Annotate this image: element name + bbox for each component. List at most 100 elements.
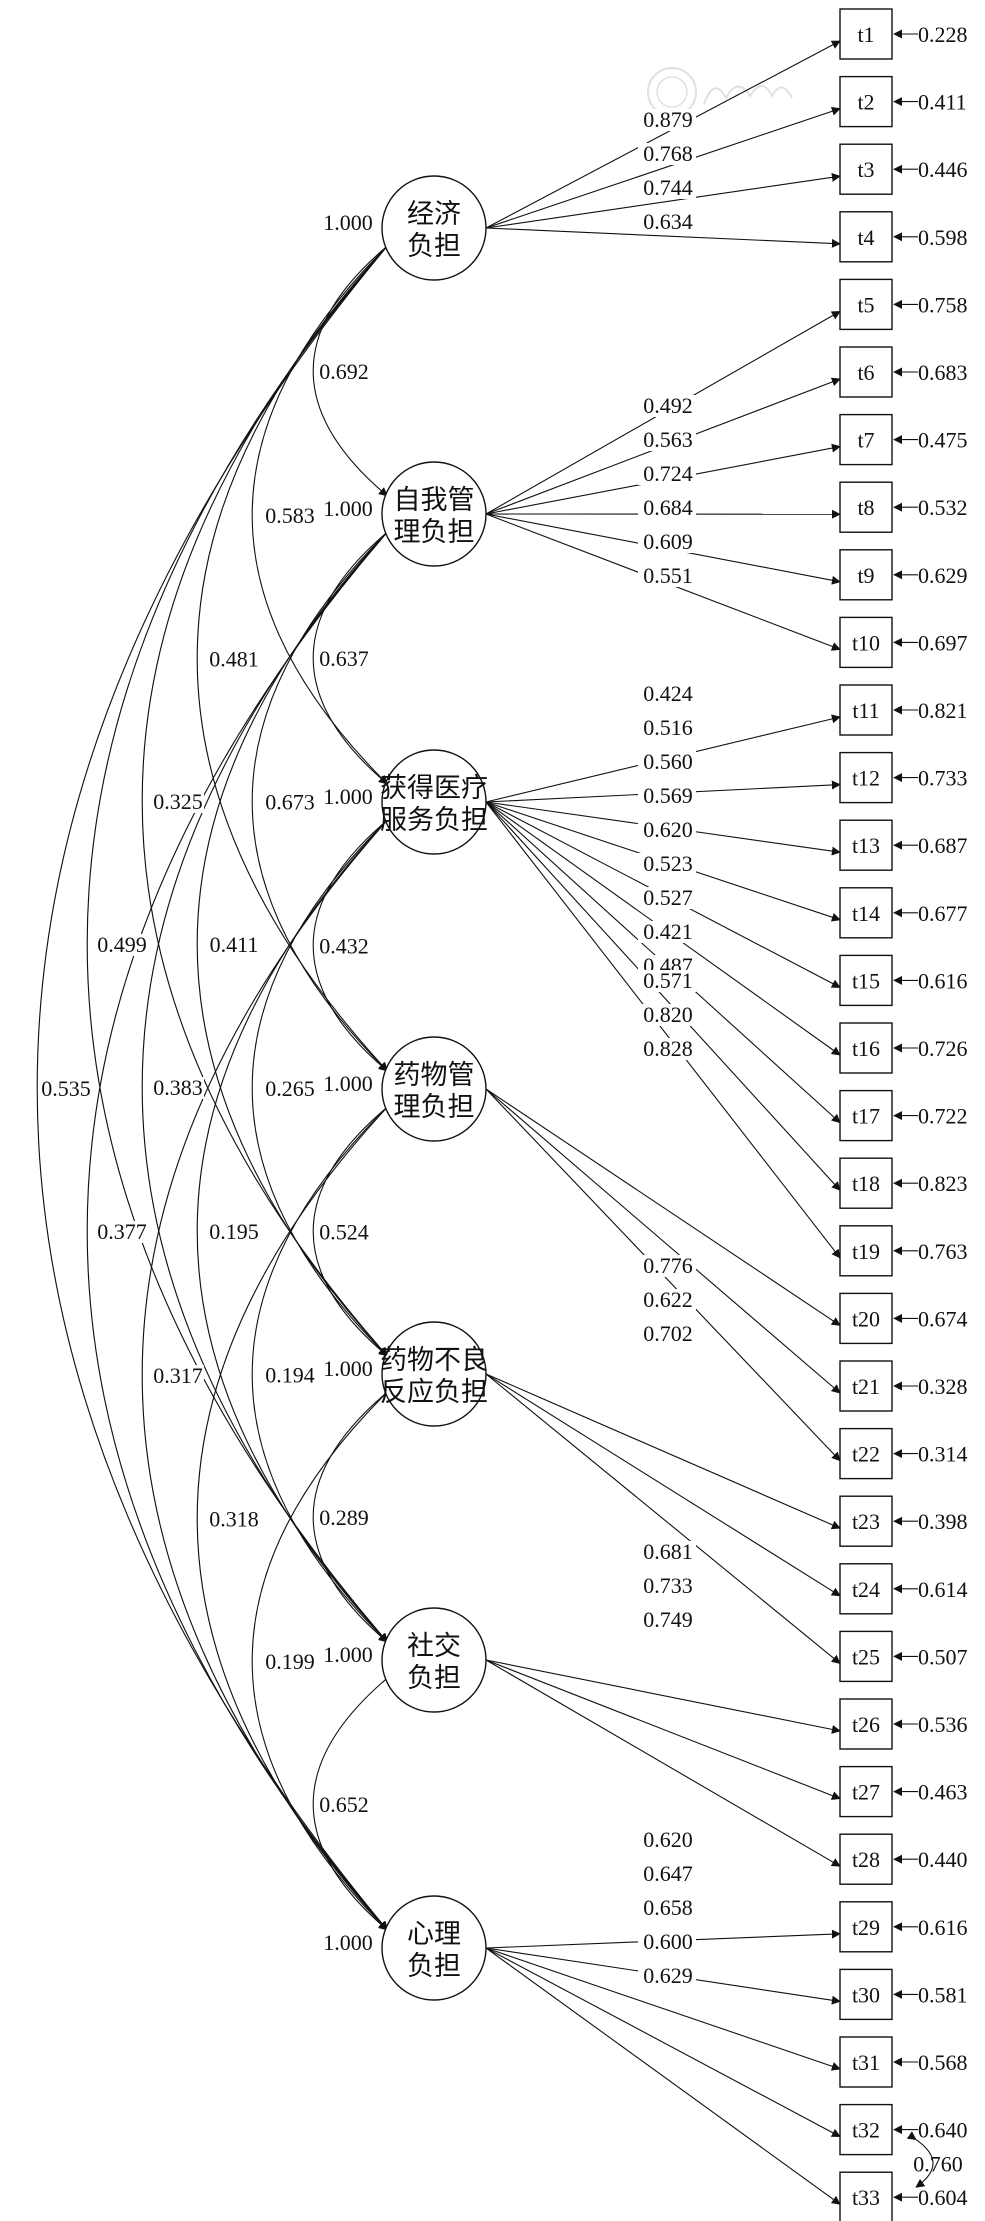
observed-item-label: t2 bbox=[857, 90, 874, 115]
factor-loading-arrow bbox=[485, 1659, 841, 1867]
label-backdrop bbox=[638, 921, 696, 943]
label-backdrop bbox=[318, 1221, 370, 1244]
label-backdrop bbox=[152, 791, 204, 813]
factor-correlation-value: 0.318 bbox=[209, 1507, 259, 1532]
label-backdrop bbox=[208, 1221, 260, 1243]
factor-loading-arrow bbox=[485, 40, 841, 229]
factor-loading-arrow bbox=[485, 1088, 841, 1326]
observed-item-box bbox=[839, 1157, 893, 1209]
label-backdrop bbox=[264, 505, 316, 527]
latent-factor-label: 心理 bbox=[407, 1919, 461, 1949]
label-backdrop bbox=[318, 1930, 380, 1954]
factor-loading-value: 0.527 bbox=[643, 885, 693, 910]
factor-loading-value: 0.647 bbox=[643, 1861, 693, 1886]
label-backdrop bbox=[40, 1078, 92, 1100]
factor-loading-arrow bbox=[485, 1659, 841, 1800]
factor-loading-value: 0.684 bbox=[643, 495, 693, 520]
factor-correlation-value: 0.317 bbox=[153, 1363, 203, 1388]
factor-loading-value: 0.733 bbox=[643, 1573, 693, 1598]
factor-correlation-value: 0.499 bbox=[97, 932, 147, 957]
error-variance-value: 0.697 bbox=[918, 630, 968, 655]
error-variance-value: 0.440 bbox=[918, 1847, 968, 1872]
observed-item-label: t6 bbox=[857, 360, 874, 385]
label-backdrop bbox=[96, 1221, 148, 1243]
error-variance-value: 0.614 bbox=[918, 1577, 968, 1602]
factor-loading-value: 0.600 bbox=[643, 1929, 693, 1954]
factor-loading-value: 0.560 bbox=[643, 749, 693, 774]
observed-item-box bbox=[839, 1225, 893, 1277]
latent-factor-label: 获得医疗 bbox=[380, 773, 488, 803]
factor-loading-value: 0.492 bbox=[643, 393, 693, 418]
observed-item-label: t1 bbox=[857, 22, 874, 47]
factor-loading-value: 0.634 bbox=[643, 209, 693, 234]
error-variance-value: 0.683 bbox=[918, 360, 968, 385]
observed-item-label: t30 bbox=[852, 1982, 880, 2007]
error-variance-value: 0.598 bbox=[918, 225, 968, 250]
factor-loading-arrow bbox=[485, 801, 841, 1191]
observed-item-label: t23 bbox=[852, 1509, 880, 1534]
factor-loading-value: 0.749 bbox=[643, 1607, 693, 1632]
error-variance-value: 0.821 bbox=[918, 698, 968, 723]
observed-item-label: t21 bbox=[852, 1374, 880, 1399]
label-backdrop bbox=[152, 1365, 204, 1387]
factor-variance-value: 1.000 bbox=[323, 210, 373, 235]
observed-item-box bbox=[839, 1901, 893, 1953]
latent-factor-label: 药物管 bbox=[394, 1060, 475, 1090]
label-backdrop bbox=[264, 1078, 316, 1100]
error-variance-value: 0.823 bbox=[918, 1171, 968, 1196]
factor-correlation-arc bbox=[312, 1098, 397, 1357]
factor-correlation-arc bbox=[251, 237, 397, 785]
label-backdrop bbox=[208, 934, 260, 956]
label-backdrop bbox=[638, 683, 696, 705]
label-backdrop bbox=[638, 887, 696, 909]
factor-loading-value: 0.424 bbox=[643, 681, 693, 706]
error-variance-value: 0.446 bbox=[918, 157, 968, 182]
error-variance-value: 0.568 bbox=[918, 2050, 968, 2075]
factor-loading-value: 0.744 bbox=[643, 175, 693, 200]
label-backdrop bbox=[638, 717, 696, 739]
observed-item-box bbox=[839, 346, 893, 398]
observed-item-box bbox=[839, 1765, 893, 1818]
factor-correlation-value: 0.411 bbox=[210, 932, 259, 957]
factor-correlation-value: 0.265 bbox=[265, 1076, 315, 1101]
label-backdrop bbox=[638, 1323, 696, 1345]
factor-correlation-arc bbox=[251, 1383, 397, 1931]
error-variance-value: 0.616 bbox=[918, 968, 968, 993]
label-backdrop bbox=[638, 531, 696, 553]
label-backdrop bbox=[318, 361, 370, 383]
label-backdrop bbox=[96, 934, 148, 956]
factor-correlation-value: 0.383 bbox=[153, 1075, 203, 1100]
factor-correlation-arc bbox=[36, 237, 396, 1931]
factor-correlation-arc bbox=[312, 811, 397, 1072]
label-backdrop bbox=[638, 1965, 696, 1987]
factor-loading-arrow bbox=[485, 1947, 841, 2205]
error-variance-value: 0.726 bbox=[918, 1036, 968, 1061]
error-variance-value: 0.463 bbox=[918, 1780, 968, 1805]
label-backdrop bbox=[638, 211, 696, 233]
observed-item-box bbox=[839, 684, 893, 736]
factor-correlation-arc bbox=[141, 523, 396, 1643]
factor-variance-value: 1.000 bbox=[323, 784, 373, 809]
observed-item-label: t22 bbox=[852, 1442, 880, 1467]
observed-item-label: t3 bbox=[857, 157, 874, 182]
factor-loading-arrow bbox=[485, 106, 841, 229]
label-backdrop bbox=[318, 1507, 370, 1529]
latent-factor-label: 药物不良 bbox=[380, 1345, 488, 1375]
label-backdrop bbox=[208, 1508, 260, 1531]
latent-factor-label: 负担 bbox=[407, 1663, 461, 1693]
label-backdrop bbox=[638, 970, 696, 992]
factor-variance-value: 1.000 bbox=[323, 1930, 373, 1955]
error-variance-value: 0.733 bbox=[918, 766, 968, 791]
observed-item-box bbox=[839, 1495, 893, 1547]
factor-loading-value: 0.569 bbox=[643, 783, 693, 808]
label-backdrop bbox=[318, 1794, 370, 1816]
label-backdrop bbox=[264, 1364, 316, 1387]
error-variance-value: 0.536 bbox=[918, 1712, 968, 1737]
factor-loading-value: 0.768 bbox=[643, 141, 693, 166]
observed-item-box bbox=[839, 1292, 893, 1345]
observed-item-label: t17 bbox=[852, 1104, 880, 1129]
label-backdrop bbox=[318, 1071, 380, 1095]
label-backdrop bbox=[638, 1863, 696, 1885]
factor-correlation-value: 0.583 bbox=[265, 503, 315, 528]
observed-item-box bbox=[839, 751, 893, 804]
